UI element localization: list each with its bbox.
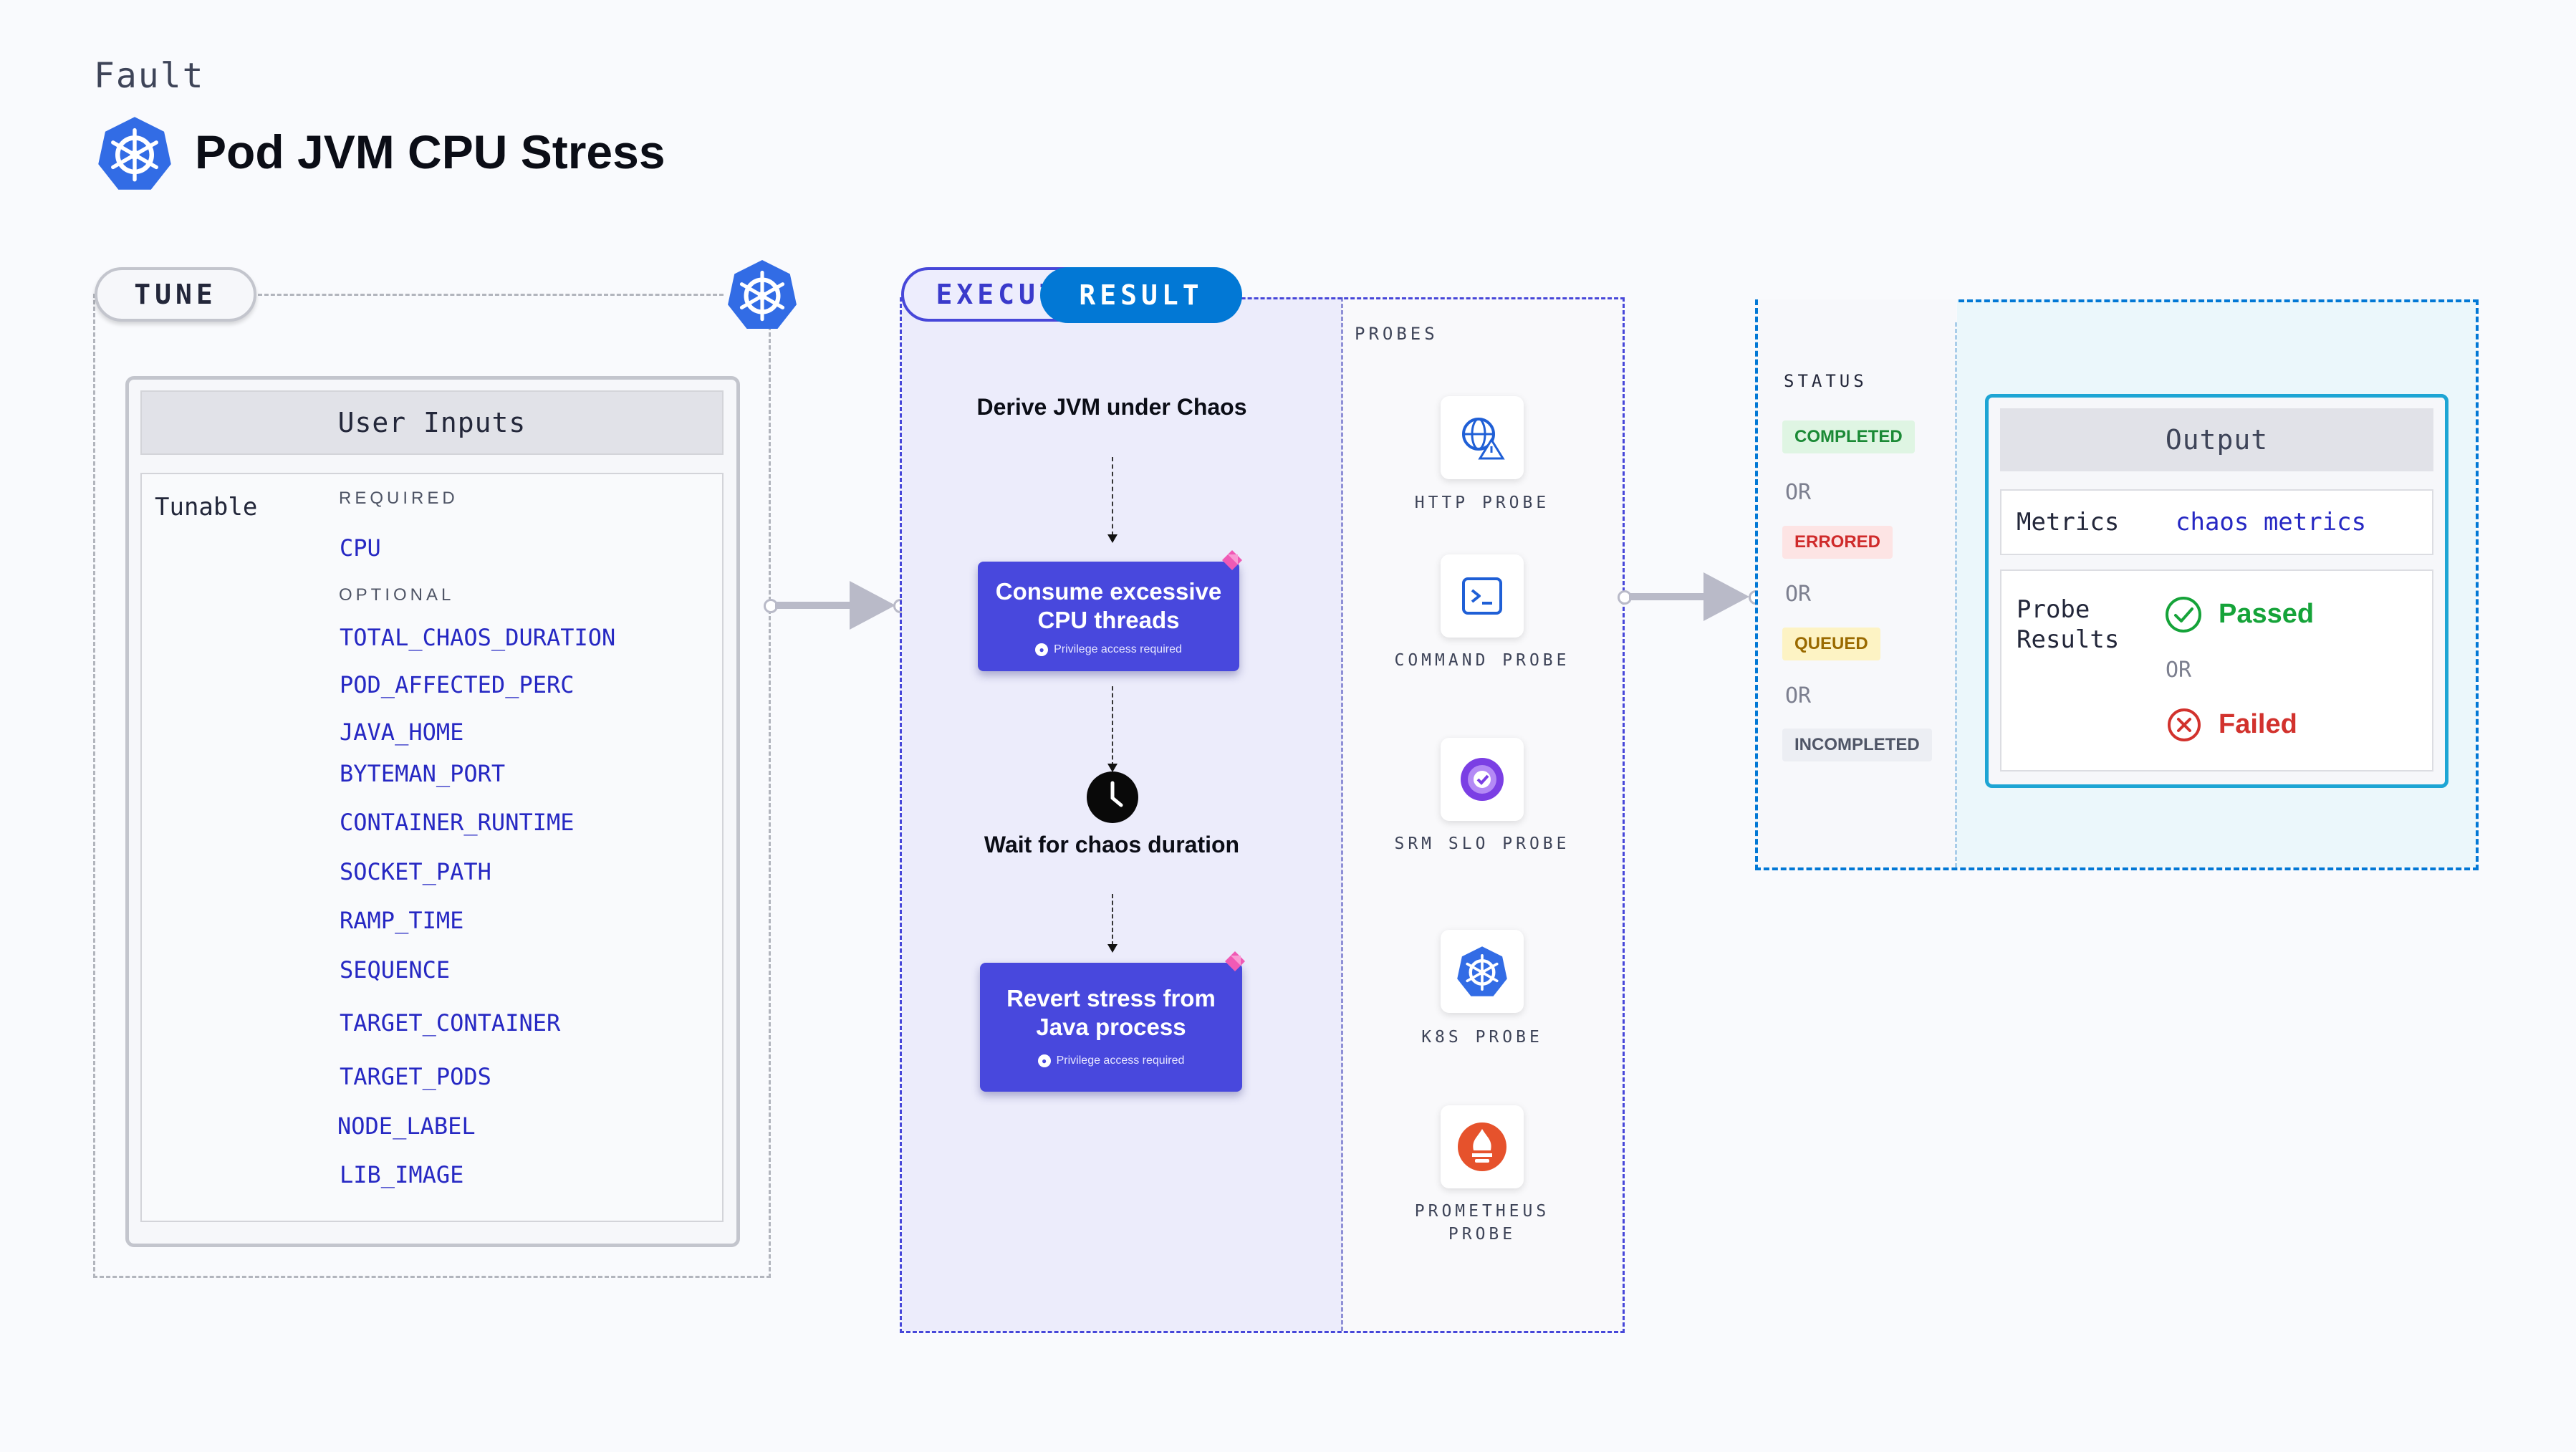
execution-frame-top-border: [1158, 297, 1625, 299]
derive-jvm-text: Derive JVM under Chaos: [976, 394, 1247, 420]
check-circle-icon: [2166, 597, 2201, 633]
result-section-frame: [1755, 299, 2479, 870]
srm-slo-probe-card[interactable]: [1441, 738, 1524, 821]
wait-duration-text: Wait for chaos duration: [984, 832, 1240, 857]
metrics-label: Metrics: [2017, 508, 2120, 537]
probe-results-row: [2000, 569, 2433, 771]
kubernetes-icon: [1457, 946, 1507, 996]
or-label: OR: [2166, 658, 2192, 683]
flow-arrow-head: [1107, 764, 1118, 772]
optional-param: TARGET_PODS: [340, 1063, 491, 1090]
or-label: OR: [1785, 582, 1812, 607]
kubernetes-icon: [98, 117, 171, 190]
command-probe-card[interactable]: [1441, 554, 1524, 638]
flow-arrow-line: [775, 602, 854, 609]
terminal-icon: [1462, 577, 1502, 615]
optional-param: JAVA_HOME: [340, 718, 464, 746]
passed-label: Passed: [2219, 599, 2315, 629]
status-badge-completed: COMPLETED: [1782, 420, 1915, 453]
lock-icon: ●: [1035, 643, 1049, 656]
srm-slo-probe-label: SRM SLO PROBE: [1394, 835, 1570, 853]
optional-param: SEQUENCE: [340, 956, 451, 984]
or-label: OR: [1785, 480, 1812, 505]
optional-param: LIB_IMAGE: [340, 1161, 464, 1188]
tunable-label: Tunable: [155, 493, 258, 521]
output-title: Output: [2000, 408, 2433, 471]
optional-param: BYTEMAN_PORT: [340, 760, 506, 787]
chaos-metrics-link[interactable]: chaos metrics: [2176, 508, 2367, 537]
tune-pill: TUNE: [95, 267, 256, 322]
clock-icon: [1087, 771, 1138, 823]
privilege-note: ●Privilege access required: [980, 1054, 1242, 1067]
tune-section-frame: [93, 294, 771, 1278]
flow-arrow-line: [1629, 593, 1708, 600]
prometheus-icon: [1458, 1122, 1506, 1171]
gauge-check-icon: [1461, 758, 1504, 801]
globe-warning-icon: [1462, 418, 1505, 460]
x-circle-icon: [2168, 708, 2201, 741]
prometheus-probe-label: PROMETHEUS PROBE: [1414, 1202, 1550, 1244]
optional-param: POD_AFFECTED_PERC: [340, 671, 575, 698]
probe-results-label: Probe Results: [2017, 595, 2120, 654]
execution-divider: [1341, 297, 1343, 1331]
result-pill: RESULT: [1040, 267, 1242, 323]
http-probe-card[interactable]: [1441, 396, 1524, 479]
lock-icon: ●: [1037, 1054, 1051, 1067]
step-title: Revert stress from Java process: [1006, 985, 1216, 1040]
optional-param: NODE_LABEL: [337, 1112, 476, 1140]
flow-line: [1112, 894, 1113, 946]
flow-arrow-head: [1703, 572, 1749, 621]
status-badge-queued: QUEUED: [1782, 628, 1880, 660]
optional-param: SOCKET_PATH: [340, 858, 491, 885]
k8s-probe-label: K8S PROBE: [1421, 1028, 1543, 1047]
k8s-probe-card[interactable]: [1441, 930, 1524, 1013]
kubernetes-icon: [728, 260, 797, 329]
result-frame-top-border: [1959, 299, 2479, 302]
flow-arrow-head: [1107, 944, 1118, 953]
required-heading: REQUIRED: [339, 489, 458, 508]
http-probe-label: HTTP PROBE: [1414, 494, 1550, 512]
flow-arrow-head: [1107, 534, 1118, 543]
status-heading: STATUS: [1784, 371, 1868, 391]
result-divider: [1955, 322, 1957, 867]
status-badge-incompleted: INCOMPLETED: [1782, 729, 1932, 761]
optional-param: RAMP_TIME: [340, 907, 464, 934]
execution-section-frame: [900, 297, 1625, 1333]
metrics-row: [2000, 489, 2433, 555]
page-title: Pod JVM CPU Stress: [195, 125, 665, 178]
or-label: OR: [1785, 683, 1812, 708]
result-status-area: [1758, 299, 1956, 867]
flow-arrow-head: [850, 581, 895, 630]
command-probe-label: COMMAND PROBE: [1394, 651, 1570, 670]
chaos-tag-icon: [1225, 951, 1245, 971]
chaos-tag-icon: [1222, 550, 1242, 570]
status-badge-errored: ERRORED: [1782, 526, 1893, 559]
required-param-cpu: CPU: [340, 534, 381, 562]
user-inputs-title: User Inputs: [140, 390, 724, 455]
failed-label: Failed: [2219, 709, 2297, 739]
prometheus-probe-card[interactable]: [1441, 1105, 1524, 1188]
optional-param: CONTAINER_RUNTIME: [340, 809, 575, 836]
optional-param: TARGET_CONTAINER: [340, 1009, 561, 1037]
step-title: Consume excessive CPU threads: [995, 578, 1222, 633]
optional-param: TOTAL_CHAOS_DURATION: [340, 624, 616, 651]
optional-heading: OPTIONAL: [339, 585, 455, 605]
tune-frame-top-border: [258, 294, 724, 296]
revert-stress-step: Revert stress from Java process ●Privile…: [980, 963, 1242, 1092]
tunable-list-box: [140, 473, 724, 1222]
fault-label: Fault: [94, 56, 205, 96]
probes-heading: PROBES: [1355, 324, 1438, 344]
flow-line: [1112, 686, 1113, 766]
privilege-note: ●Privilege access required: [978, 643, 1239, 656]
flow-line: [1112, 457, 1113, 536]
consume-cpu-step: Consume excessive CPU threads ●Privilege…: [978, 562, 1239, 671]
